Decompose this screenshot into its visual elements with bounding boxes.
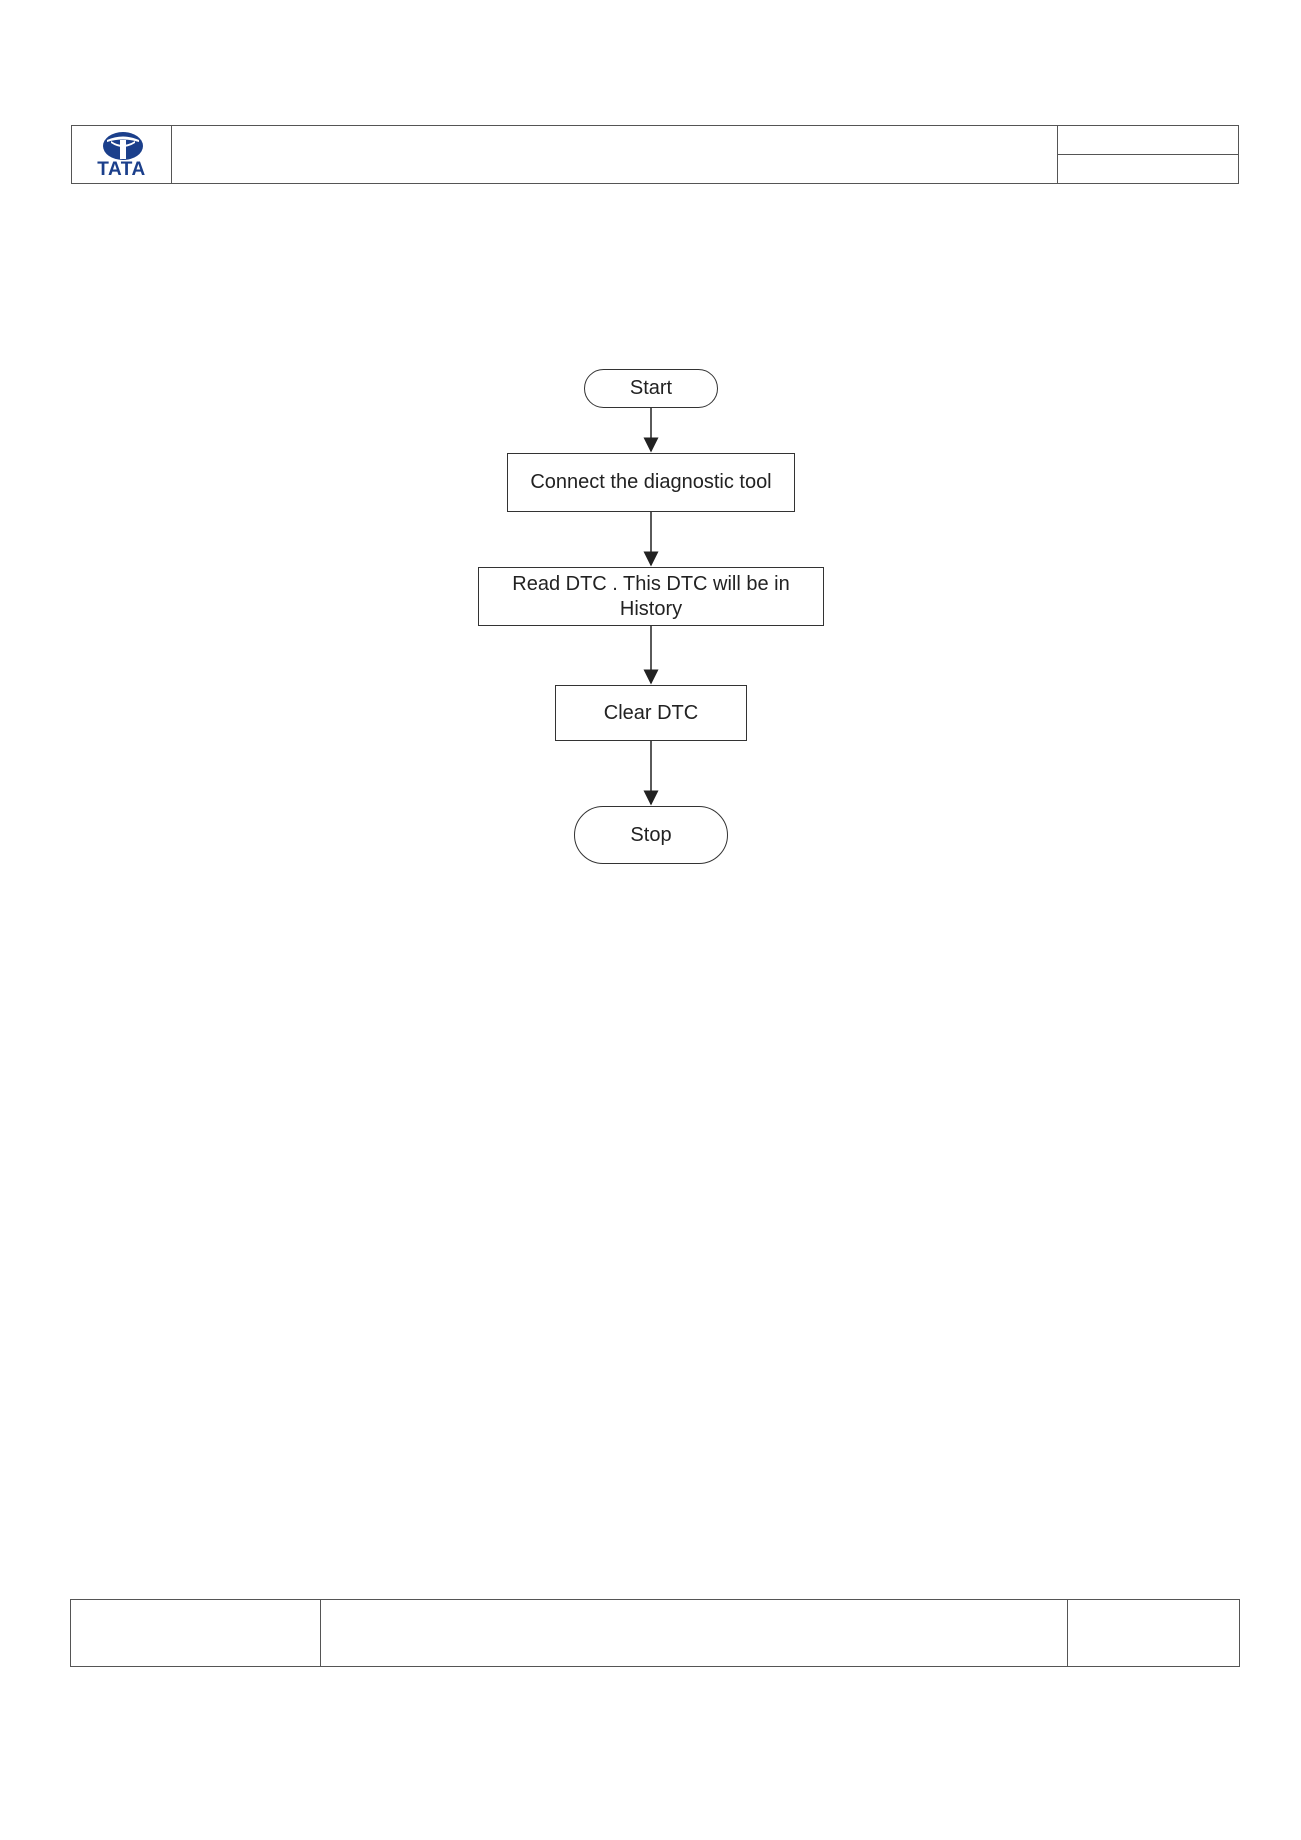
header-right-cell <box>1057 126 1239 183</box>
footer-left-cell <box>71 1600 321 1666</box>
node-label: Connect the diagnostic tool <box>530 471 772 493</box>
node-label: Read DTC . This DTC will be in History <box>512 572 790 620</box>
node-label: Start <box>629 377 673 399</box>
flowchart-node-read: Read DTC . This DTC will be in History <box>478 567 824 626</box>
flowchart-node-connect: Connect the diagnostic tool <box>507 453 795 512</box>
flowchart-node-clear: Clear DTC <box>555 685 747 741</box>
flowchart-node-stop: Stop <box>574 806 728 864</box>
footer-right-cell <box>1067 1600 1240 1666</box>
node-label: Clear DTC <box>603 701 699 724</box>
tata-logo-icon <box>103 132 143 160</box>
header-table: TATA <box>71 125 1239 184</box>
logo-text: TATA <box>97 159 146 180</box>
footer-table <box>70 1599 1240 1667</box>
flowchart-node-start: Start <box>584 369 718 408</box>
header-right-divider <box>1058 154 1239 155</box>
header-logo-cell: TATA <box>72 126 172 183</box>
node-label: Stop <box>630 823 672 846</box>
